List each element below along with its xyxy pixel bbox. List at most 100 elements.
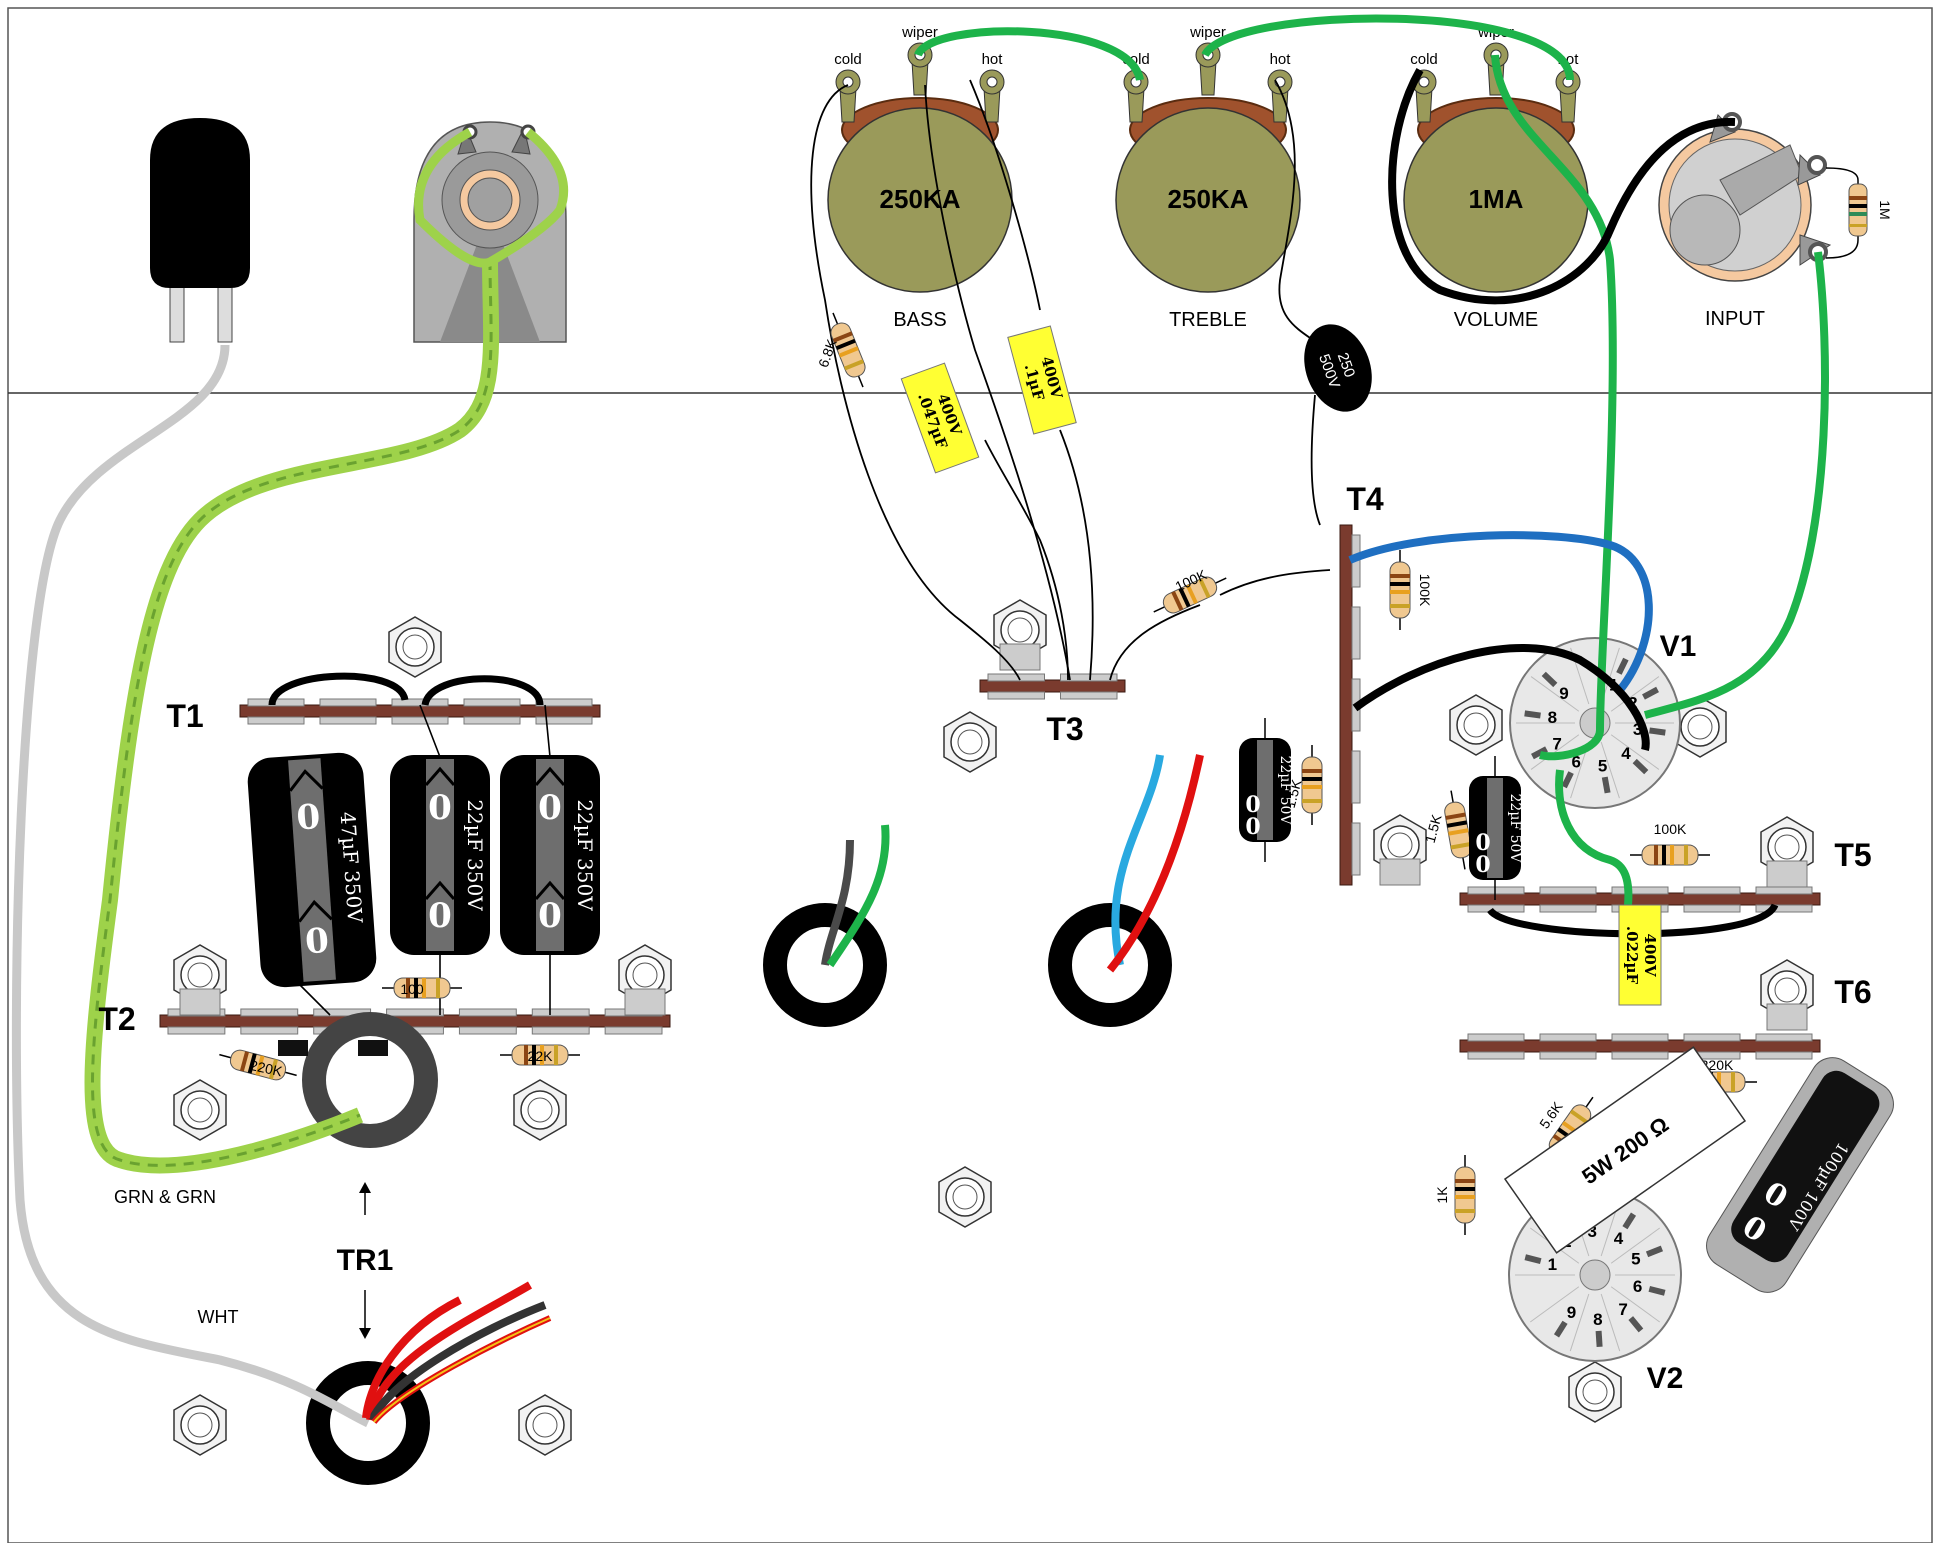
lead-bass-wiper (924, 84, 1071, 681)
resistor-bass-6k8 (830, 312, 866, 388)
resistor-t2-22k (500, 1044, 580, 1066)
wire-green-twisted-pair (84, 259, 500, 1174)
ecap-marking: 0 (1245, 814, 1260, 840)
nut-hole (632, 962, 658, 988)
socket-pin-label: 1 (1548, 1255, 1557, 1274)
tag-lug (531, 1008, 590, 1017)
grommet-transformer (306, 1361, 430, 1485)
wire-green-input (1643, 251, 1829, 719)
input-label: INPUT (1705, 308, 1765, 330)
resistor-t2-220k-label: 220K (248, 1057, 284, 1080)
cap-rating: 22µF 350V (463, 799, 487, 911)
wire-black-t1-jumper2 (421, 675, 544, 707)
standoff-bracket (999, 643, 1041, 671)
resistor-band (247, 1053, 257, 1074)
grommet-heater (302, 1012, 438, 1148)
resistor-band (1450, 842, 1471, 850)
wire-tr1-red3 (362, 1296, 462, 1419)
nut-hole (1774, 977, 1800, 1003)
socket-pin-label: 7 (1618, 1300, 1627, 1319)
socket-pin (1616, 657, 1629, 675)
socket-pin (1645, 1245, 1664, 1258)
tag-lug (1467, 1051, 1525, 1060)
tag-lug (240, 1008, 299, 1017)
resistor-band (832, 331, 853, 343)
resistor-band (255, 1055, 265, 1076)
nut-hole (1007, 617, 1033, 643)
pot-value: 250KA (1168, 184, 1249, 214)
resistor-band (1390, 590, 1410, 594)
socket-rib (1600, 741, 1620, 799)
pilot-lamp (150, 118, 250, 343)
pot-name: TREBLE (1169, 309, 1247, 331)
socket-pin-label: 5 (1631, 1250, 1640, 1269)
label-v2: V2 (1647, 1362, 1684, 1395)
label-t2: T2 (98, 1001, 135, 1037)
tag-lug (391, 698, 449, 707)
wire-tr1-black (368, 1301, 547, 1422)
resistor-t2-100-label: 100 (400, 981, 424, 997)
diode-2 (358, 1040, 388, 1056)
ecap-marking: 0 (1475, 830, 1490, 856)
cap-chevron (298, 899, 333, 923)
socket-rib (1610, 676, 1660, 712)
wire-tr1-yellow-stripe (373, 1317, 551, 1423)
ecap-stripe (1487, 778, 1503, 878)
nut-hole (957, 729, 983, 755)
label-t6: T6 (1834, 974, 1871, 1010)
ecap-marking: 0 (1245, 792, 1260, 818)
grommet-green-pair (763, 903, 887, 1027)
socket-pin (1531, 746, 1548, 760)
resistor-band (1455, 1179, 1475, 1183)
socket-pin (1642, 686, 1659, 700)
cap-chevron (288, 769, 324, 792)
socket-center (1579, 707, 1611, 739)
nut-hole (1387, 832, 1413, 858)
film-cap-text: .022µF (1623, 926, 1641, 985)
power-switch (413, 121, 567, 343)
grommet-blue-red (1048, 903, 1172, 1027)
socket-pin-label: 9 (1567, 1303, 1576, 1322)
wire-black-t4-v1 (1352, 644, 1650, 751)
tag-lug (1611, 1051, 1669, 1060)
standoff-bracket (179, 988, 221, 1016)
label-tr1: TR1 (337, 1244, 394, 1277)
resistor-band (532, 1045, 536, 1065)
tag-strip (1339, 524, 1353, 886)
lead-bass-cold (810, 84, 1021, 681)
cap-lead (419, 704, 441, 758)
hex-nut (1673, 696, 1727, 758)
resistor-band (239, 1051, 249, 1072)
hex-nut (173, 1079, 227, 1141)
hex-nut (943, 711, 997, 773)
socket-pin (1595, 1330, 1603, 1348)
tag-board-t1 (239, 698, 601, 725)
resistor-band (1731, 1072, 1735, 1092)
resistor-band (1302, 769, 1322, 773)
socket-rib (1530, 734, 1580, 770)
resistor-band (1390, 604, 1410, 608)
lug-label-wiper: wiper (1189, 24, 1226, 41)
label-grn: GRN & GRN (114, 1187, 216, 1207)
pot-lug-hole (986, 76, 998, 88)
socket-pin (1628, 1316, 1644, 1333)
socket-rib (1610, 1286, 1661, 1323)
nut-hole (1582, 1379, 1608, 1405)
socket-rib (1610, 1227, 1661, 1264)
cap-stripe (426, 759, 454, 951)
resistor-t4-100k-b (1389, 550, 1411, 630)
resistor-band (1684, 845, 1688, 865)
tag-lug (1683, 904, 1741, 913)
wire-white-lamp (11, 344, 370, 1428)
label-v1: V1 (1660, 630, 1697, 663)
cap-marking: 0 (428, 896, 452, 936)
socket-pin (1648, 1285, 1666, 1296)
lug-label-hot: hot (1270, 51, 1292, 68)
cap-marking: 0 (295, 797, 321, 839)
resistor-band (1390, 574, 1410, 578)
hex-nut (388, 616, 442, 678)
